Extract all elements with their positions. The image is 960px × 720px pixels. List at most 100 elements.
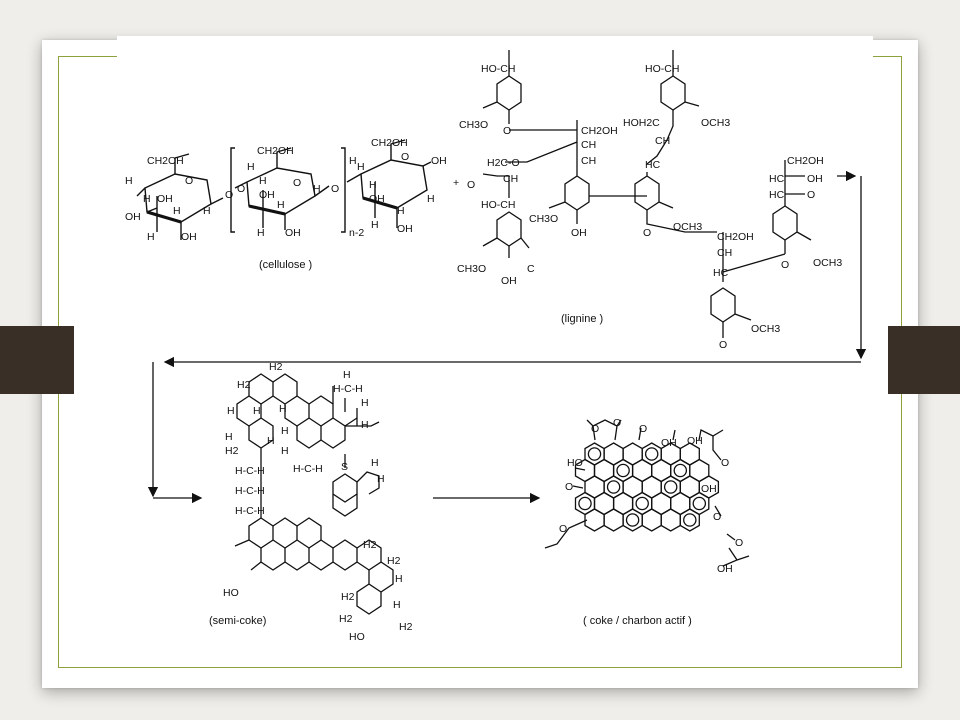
- label: OH: [571, 227, 587, 239]
- label: H: [371, 219, 379, 231]
- aromatic-circle: [606, 480, 621, 494]
- label: HC: [713, 267, 729, 279]
- coke-structure: [544, 419, 750, 567]
- cellulose-labels: CH2OH H H OH OH H H OH O H O CH2OH H O H…: [125, 137, 447, 243]
- reaction-scheme-figure: CH2OH H H OH OH H H OH O H O CH2OH H O H…: [117, 36, 873, 652]
- label: OH: [369, 193, 385, 205]
- label: H: [313, 183, 321, 195]
- label: CH2OH: [147, 155, 184, 167]
- label: H2: [237, 379, 251, 391]
- label: CH: [655, 135, 670, 147]
- label: H: [397, 205, 405, 217]
- label: HO-CH: [645, 63, 679, 75]
- label: H: [357, 161, 365, 173]
- label: H: [259, 175, 267, 187]
- label: OH: [259, 189, 275, 201]
- label: H: [279, 403, 287, 415]
- label: H: [377, 473, 385, 485]
- label: H: [227, 405, 235, 417]
- label: O: [185, 175, 193, 187]
- label: H: [247, 161, 255, 173]
- label: H-C-H: [235, 485, 265, 497]
- aromatic-circle: [644, 447, 659, 461]
- label: HO: [349, 631, 365, 643]
- right-tab-decoration: [888, 326, 960, 394]
- coke-substituent-bond: [722, 547, 750, 567]
- label: HC: [645, 159, 661, 171]
- aromatic-circle: [578, 496, 592, 511]
- label: O: [331, 183, 339, 195]
- left-tab-decoration: [0, 326, 74, 394]
- label: CH2OH: [787, 155, 824, 167]
- label: O: [467, 179, 475, 191]
- label: CH2OH: [371, 137, 408, 149]
- label: OH: [807, 173, 823, 185]
- label: CH3O: [529, 213, 558, 225]
- label: OH: [717, 563, 733, 575]
- aromatic-circle: [673, 463, 688, 478]
- label: O: [225, 189, 233, 201]
- cellulose-structure: [136, 139, 432, 240]
- label: O: [559, 523, 567, 535]
- coke-substituent-bond: [592, 419, 618, 441]
- label: H2C-O: [487, 157, 520, 169]
- label: HO-CH: [481, 199, 515, 211]
- aromatic-circle: [692, 496, 707, 511]
- label: H: [147, 231, 155, 243]
- label: CH: [717, 247, 732, 259]
- label: O: [735, 537, 743, 549]
- label: +: [453, 177, 459, 189]
- label: H: [125, 175, 133, 187]
- label: H: [369, 179, 377, 191]
- label: O: [713, 511, 721, 523]
- lignine-caption: (lignine ): [561, 313, 603, 325]
- label: H-C-H: [293, 463, 323, 475]
- label: OH: [285, 227, 301, 239]
- label: H: [277, 199, 285, 211]
- coke-ring: [641, 508, 662, 532]
- label: H: [203, 205, 211, 217]
- label: O: [293, 177, 301, 189]
- label: CH3O: [457, 263, 486, 275]
- label: H2: [399, 621, 413, 633]
- label: OH: [181, 231, 197, 243]
- label: H-C-H: [235, 505, 265, 517]
- label: H2: [225, 445, 239, 457]
- label: OCH3: [701, 117, 730, 129]
- label: OCH3: [673, 221, 702, 233]
- label: OH: [661, 437, 677, 449]
- coke-caption: ( coke / charbon actif ): [583, 615, 692, 627]
- coke-ring: [660, 508, 681, 532]
- label: O: [807, 189, 815, 201]
- cellulose-caption: (cellulose ): [259, 259, 312, 271]
- label: O: [503, 125, 511, 137]
- aromatic-circle: [663, 480, 678, 494]
- coke-substituent-bond: [544, 519, 588, 549]
- aromatic-circle: [635, 496, 649, 511]
- coke-substituent-bond: [572, 485, 584, 489]
- label: O: [591, 423, 599, 435]
- label: O: [721, 457, 729, 469]
- label: H: [225, 431, 233, 443]
- coke-substituent-bond: [638, 427, 642, 441]
- label: H2: [341, 591, 355, 603]
- coke-ring: [679, 508, 700, 532]
- label: HC: [769, 173, 785, 185]
- label: HC: [769, 189, 785, 201]
- label: HO-CH: [481, 63, 515, 75]
- coke-ring: [584, 508, 605, 532]
- coke-substituent-bond: [672, 429, 724, 441]
- semi-coke-labels: H2 H2 H H H H H H2 H H H H-C-H H H H-C-H…: [223, 361, 413, 643]
- label: CH: [581, 139, 596, 151]
- aromatic-circle: [616, 463, 630, 478]
- label: H: [257, 227, 265, 239]
- label: H2: [339, 613, 353, 625]
- process-arrows: [147, 170, 867, 504]
- label: H: [361, 419, 369, 431]
- aromatic-circle: [683, 513, 697, 527]
- label: O: [565, 481, 573, 493]
- label: HOH2C: [623, 117, 660, 129]
- label: H: [395, 573, 403, 585]
- label: S: [341, 461, 348, 473]
- label: CH: [581, 155, 596, 167]
